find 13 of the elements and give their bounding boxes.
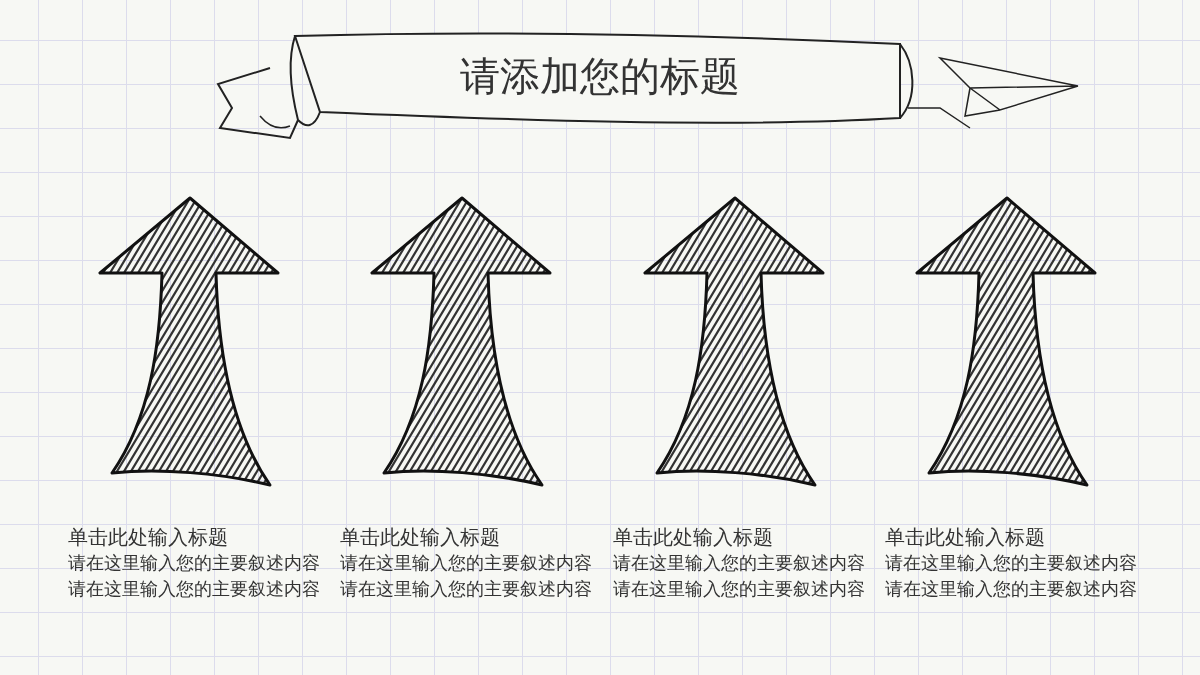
title-text: 请添加您的标题 <box>459 52 741 100</box>
body-text: 请在这里输入您的主要叙述内容 <box>613 551 866 575</box>
heading-text: 单击此处输入标题 <box>340 524 501 550</box>
body-text: 请在这里输入您的主要叙述内容 <box>885 577 1138 601</box>
body-text: 请在这里输入您的主要叙述内容 <box>68 551 321 575</box>
body-text: 请在这里输入您的主要叙述内容 <box>613 577 866 601</box>
heading-text: 单击此处输入标题 <box>68 524 229 550</box>
heading-text: 单击此处输入标题 <box>885 524 1046 550</box>
body-text: 请在这里输入您的主要叙述内容 <box>885 551 1138 575</box>
body-text: 请在这里输入您的主要叙述内容 <box>340 551 593 575</box>
heading-text: 单击此处输入标题 <box>613 524 774 550</box>
body-text: 请在这里输入您的主要叙述内容 <box>68 577 321 601</box>
body-text: 请在这里输入您的主要叙述内容 <box>340 577 593 601</box>
